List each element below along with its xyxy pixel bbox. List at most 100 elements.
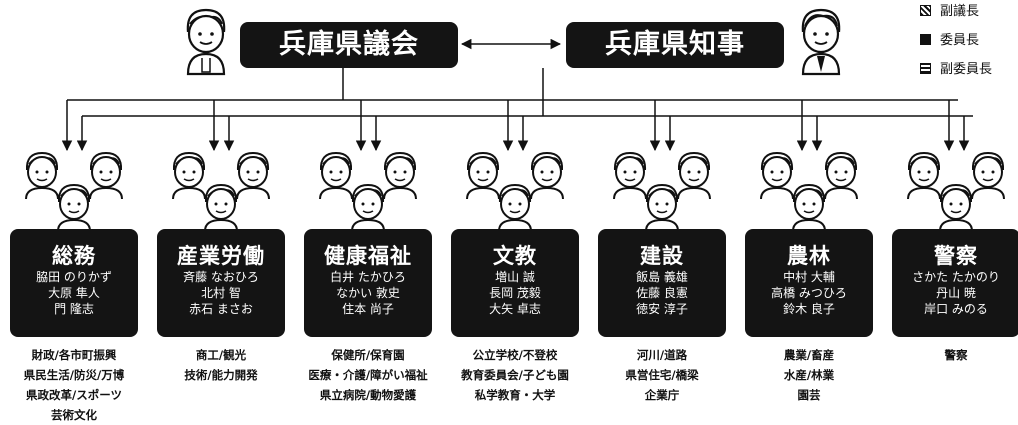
legend-mark-icon <box>920 34 931 45</box>
duty-item: 商工/観光 <box>195 348 247 362</box>
person-icon <box>640 182 684 236</box>
person-icon <box>199 182 243 236</box>
committee-member: 住本 尚子 <box>342 302 394 316</box>
committee-member: 増山 誠 <box>495 270 535 284</box>
duty-item: 県民生活/防災/万博 <box>23 368 125 382</box>
legend-mark-icon <box>920 5 931 16</box>
person-icon <box>493 182 537 236</box>
person-icon <box>787 182 831 236</box>
duty-item: 園芸 <box>797 388 821 402</box>
person-icon <box>966 150 1010 204</box>
person-icon <box>52 182 96 236</box>
person-icon <box>231 150 275 204</box>
committee-member: 大矢 卓志 <box>489 302 541 316</box>
committee-duties: 財政/各市町振興県民生活/防災/万博県政改革/スポーツ芸術文化 <box>1 345 147 425</box>
legend-item-vice-chair-assembly: 副議長 <box>920 2 979 22</box>
committee-name: 総務 <box>52 244 96 268</box>
legend-label: 委員長 <box>940 33 980 48</box>
member-group-icon <box>598 150 726 232</box>
person-icon <box>934 182 978 236</box>
committee-member: 大原 隼人 <box>48 286 100 300</box>
assembly-person-icon <box>178 6 234 80</box>
person-icon <box>84 150 128 204</box>
member-group-icon <box>451 150 579 232</box>
legend-mark-icon <box>920 63 931 74</box>
committee-member: 徳安 淳子 <box>636 302 688 316</box>
duty-item: 財政/各市町振興 <box>31 348 117 362</box>
committee-member: 脇田 のりかず <box>36 270 112 284</box>
duty-item: 芸術文化 <box>51 408 97 422</box>
person-icon <box>20 150 64 204</box>
committee-member: 門 隆志 <box>54 302 94 316</box>
duty-item: 技術/能力開発 <box>184 368 258 382</box>
committee-box: 農林中村 大輔高橋 みつひろ鈴木 良子 <box>745 229 873 337</box>
committee-member: 長岡 茂毅 <box>489 286 541 300</box>
committee-duties: 農業/畜産水産/林業園芸 <box>736 345 882 405</box>
legend-label: 副議長 <box>940 4 980 19</box>
committee-box: 総務脇田 のりかず大原 隼人門 隆志 <box>10 229 138 337</box>
person-icon <box>672 150 716 204</box>
member-group-icon <box>892 150 1018 232</box>
legend-item-chair: 委員長 <box>920 31 979 51</box>
duty-item: 河川/道路 <box>636 348 688 362</box>
committee-member: 岸口 みのる <box>924 302 988 316</box>
committee-member: 赤石 まさお <box>189 302 253 316</box>
governor-title: 兵庫県知事 <box>605 29 745 60</box>
person-icon <box>346 182 390 236</box>
person-icon <box>461 150 505 204</box>
committee-duties: 保健所/保育園医療・介護/障がい福祉県立病院/動物愛護 <box>295 345 441 405</box>
duty-item: 医療・介護/障がい福祉 <box>308 368 428 382</box>
committee-name: 健康福祉 <box>324 244 412 268</box>
governor-person-icon <box>793 6 849 80</box>
duty-item: 公立学校/不登校 <box>472 348 558 362</box>
committee-member: さかた たかのり <box>912 270 1000 284</box>
person-icon <box>378 150 422 204</box>
committee-duties: 公立学校/不登校教育委員会/子ども園私学教育・大学 <box>442 345 588 405</box>
person-icon <box>314 150 358 204</box>
committee-member: 斉藤 なおひろ <box>183 270 259 284</box>
legend-label: 副委員長 <box>940 62 993 77</box>
person-icon <box>608 150 652 204</box>
committee-member: 佐藤 良憲 <box>636 286 688 300</box>
committee-name: 文教 <box>493 244 537 268</box>
member-group-icon <box>304 150 432 232</box>
duty-item: 水産/林業 <box>783 368 835 382</box>
duty-item: 農業/畜産 <box>783 348 835 362</box>
committee-name: 警察 <box>934 244 978 268</box>
committee-member: 白井 たかひろ <box>330 270 406 284</box>
member-group-icon <box>10 150 138 232</box>
committee-name: 農林 <box>787 244 831 268</box>
committee-member: 北村 智 <box>201 286 241 300</box>
duty-item: 教育委員会/子ども園 <box>461 368 569 382</box>
duty-item: 企業庁 <box>644 388 680 402</box>
committee-duties: 河川/道路県営住宅/橋梁企業庁 <box>589 345 735 405</box>
duty-item: 県立病院/動物愛護 <box>319 388 417 402</box>
committee-box: 産業労働斉藤 なおひろ北村 智赤石 まさお <box>157 229 285 337</box>
person-icon <box>167 150 211 204</box>
committee-box: 文教増山 誠長岡 茂毅大矢 卓志 <box>451 229 579 337</box>
person-icon <box>819 150 863 204</box>
governor-box: 兵庫県知事 <box>566 22 784 68</box>
assembly-box: 兵庫県議会 <box>240 22 458 68</box>
committee-duties: 警察 <box>883 345 1018 365</box>
person-icon <box>755 150 799 204</box>
committee-name: 建設 <box>640 244 684 268</box>
person-icon <box>902 150 946 204</box>
committee-member: なかい 敦史 <box>336 286 400 300</box>
committee-box: 健康福祉白井 たかひろなかい 敦史住本 尚子 <box>304 229 432 337</box>
committee-duties: 商工/観光技術/能力開発 <box>148 345 294 385</box>
committee-member: 飯島 義雄 <box>636 270 688 284</box>
person-icon <box>525 150 569 204</box>
committee-member: 高橋 みつひろ <box>771 286 847 300</box>
duty-item: 私学教育・大学 <box>474 388 556 402</box>
committee-member: 中村 大輔 <box>783 270 835 284</box>
committee-name: 産業労働 <box>177 244 265 268</box>
duty-item: 警察 <box>944 348 968 362</box>
duty-item: 県政改革/スポーツ <box>26 388 122 402</box>
duty-item: 保健所/保育園 <box>331 348 405 362</box>
member-group-icon <box>157 150 285 232</box>
assembly-title: 兵庫県議会 <box>279 29 419 60</box>
duty-item: 県営住宅/橋梁 <box>625 368 699 382</box>
member-group-icon <box>745 150 873 232</box>
committee-box: 警察さかた たかのり丹山 暁岸口 みのる <box>892 229 1018 337</box>
